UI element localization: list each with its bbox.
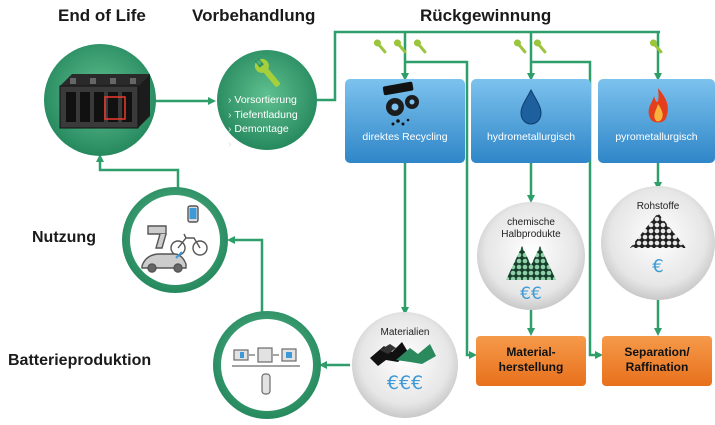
value-mark-halbprodukte: €€ [520,284,542,304]
wrench-icon [393,39,407,54]
halbprodukte-node [477,202,585,310]
vorbehandlung-steps: Vorsortierung Tiefentladung Demontage … [228,93,298,152]
line-to-separation [531,60,603,359]
wrench-icon [513,39,527,54]
step-item: Vorsortierung [228,93,298,108]
water-drop-icon [520,88,542,125]
step-item: Demontage [228,122,298,137]
stage-title-vorbehandlung: Vorbehandlung [192,6,316,25]
value-mark-materialien: €€€ [386,372,424,394]
wrench-icon [533,39,547,54]
step-item: … [228,137,298,152]
label-separation: Separation/ Raffination [624,345,690,374]
separation-box [602,336,712,386]
label-rohstoffe: Rohstoffe [636,201,680,212]
arrow-production-to-use [227,236,264,313]
line-pre-to-bus [316,30,660,102]
line-to-materialherstellung [405,60,477,359]
route-hydro [471,79,591,163]
wrench-icon [373,39,387,54]
flame-icon [648,88,668,123]
label-halbprodukte: chemische Halbprodukte [501,217,561,240]
route-label-direct: direktes Recycling [362,131,448,143]
stage-title-batterieproduktion: Batterieproduktion [8,352,152,369]
route-label-hydro: hydrometallurgisch [486,131,576,143]
rohstoffe-node [601,186,715,300]
stage-title-nutzung: Nutzung [32,229,96,246]
batterieproduktion-node [213,311,321,419]
material-flakes-icon [370,342,436,366]
route-pyro [598,79,715,163]
wrench-icon [413,39,427,54]
wrench-icon [254,58,281,87]
flow-lines [96,30,662,369]
arrow-use-to-eol [96,154,180,190]
step-item: Tiefentladung [228,108,297,123]
stage-title-rueckgewinnung: Rückgewinnung [420,6,552,25]
label-materialien: Materialien [380,327,430,338]
stage-title-end-of-life: End of Life [58,6,146,25]
end-of-life-node [44,44,156,156]
wrench-icon [649,39,663,54]
materialien-node [352,312,458,418]
route-direct [345,79,465,163]
nutzung-node [122,187,228,293]
wrench-icons-bus [373,39,663,54]
value-mark-rohstoffe: € [652,256,664,277]
battery-module-icon [59,74,150,129]
production-chain-icon [232,347,300,395]
label-materialherstellung: Material-herstellung [498,345,564,374]
materialherstellung-box [476,336,586,386]
drill-bike-car-phone-icon [141,205,208,273]
route-label-pyro: pyrometallurgisch [615,131,698,143]
gears-with-cell-icon [382,81,419,126]
